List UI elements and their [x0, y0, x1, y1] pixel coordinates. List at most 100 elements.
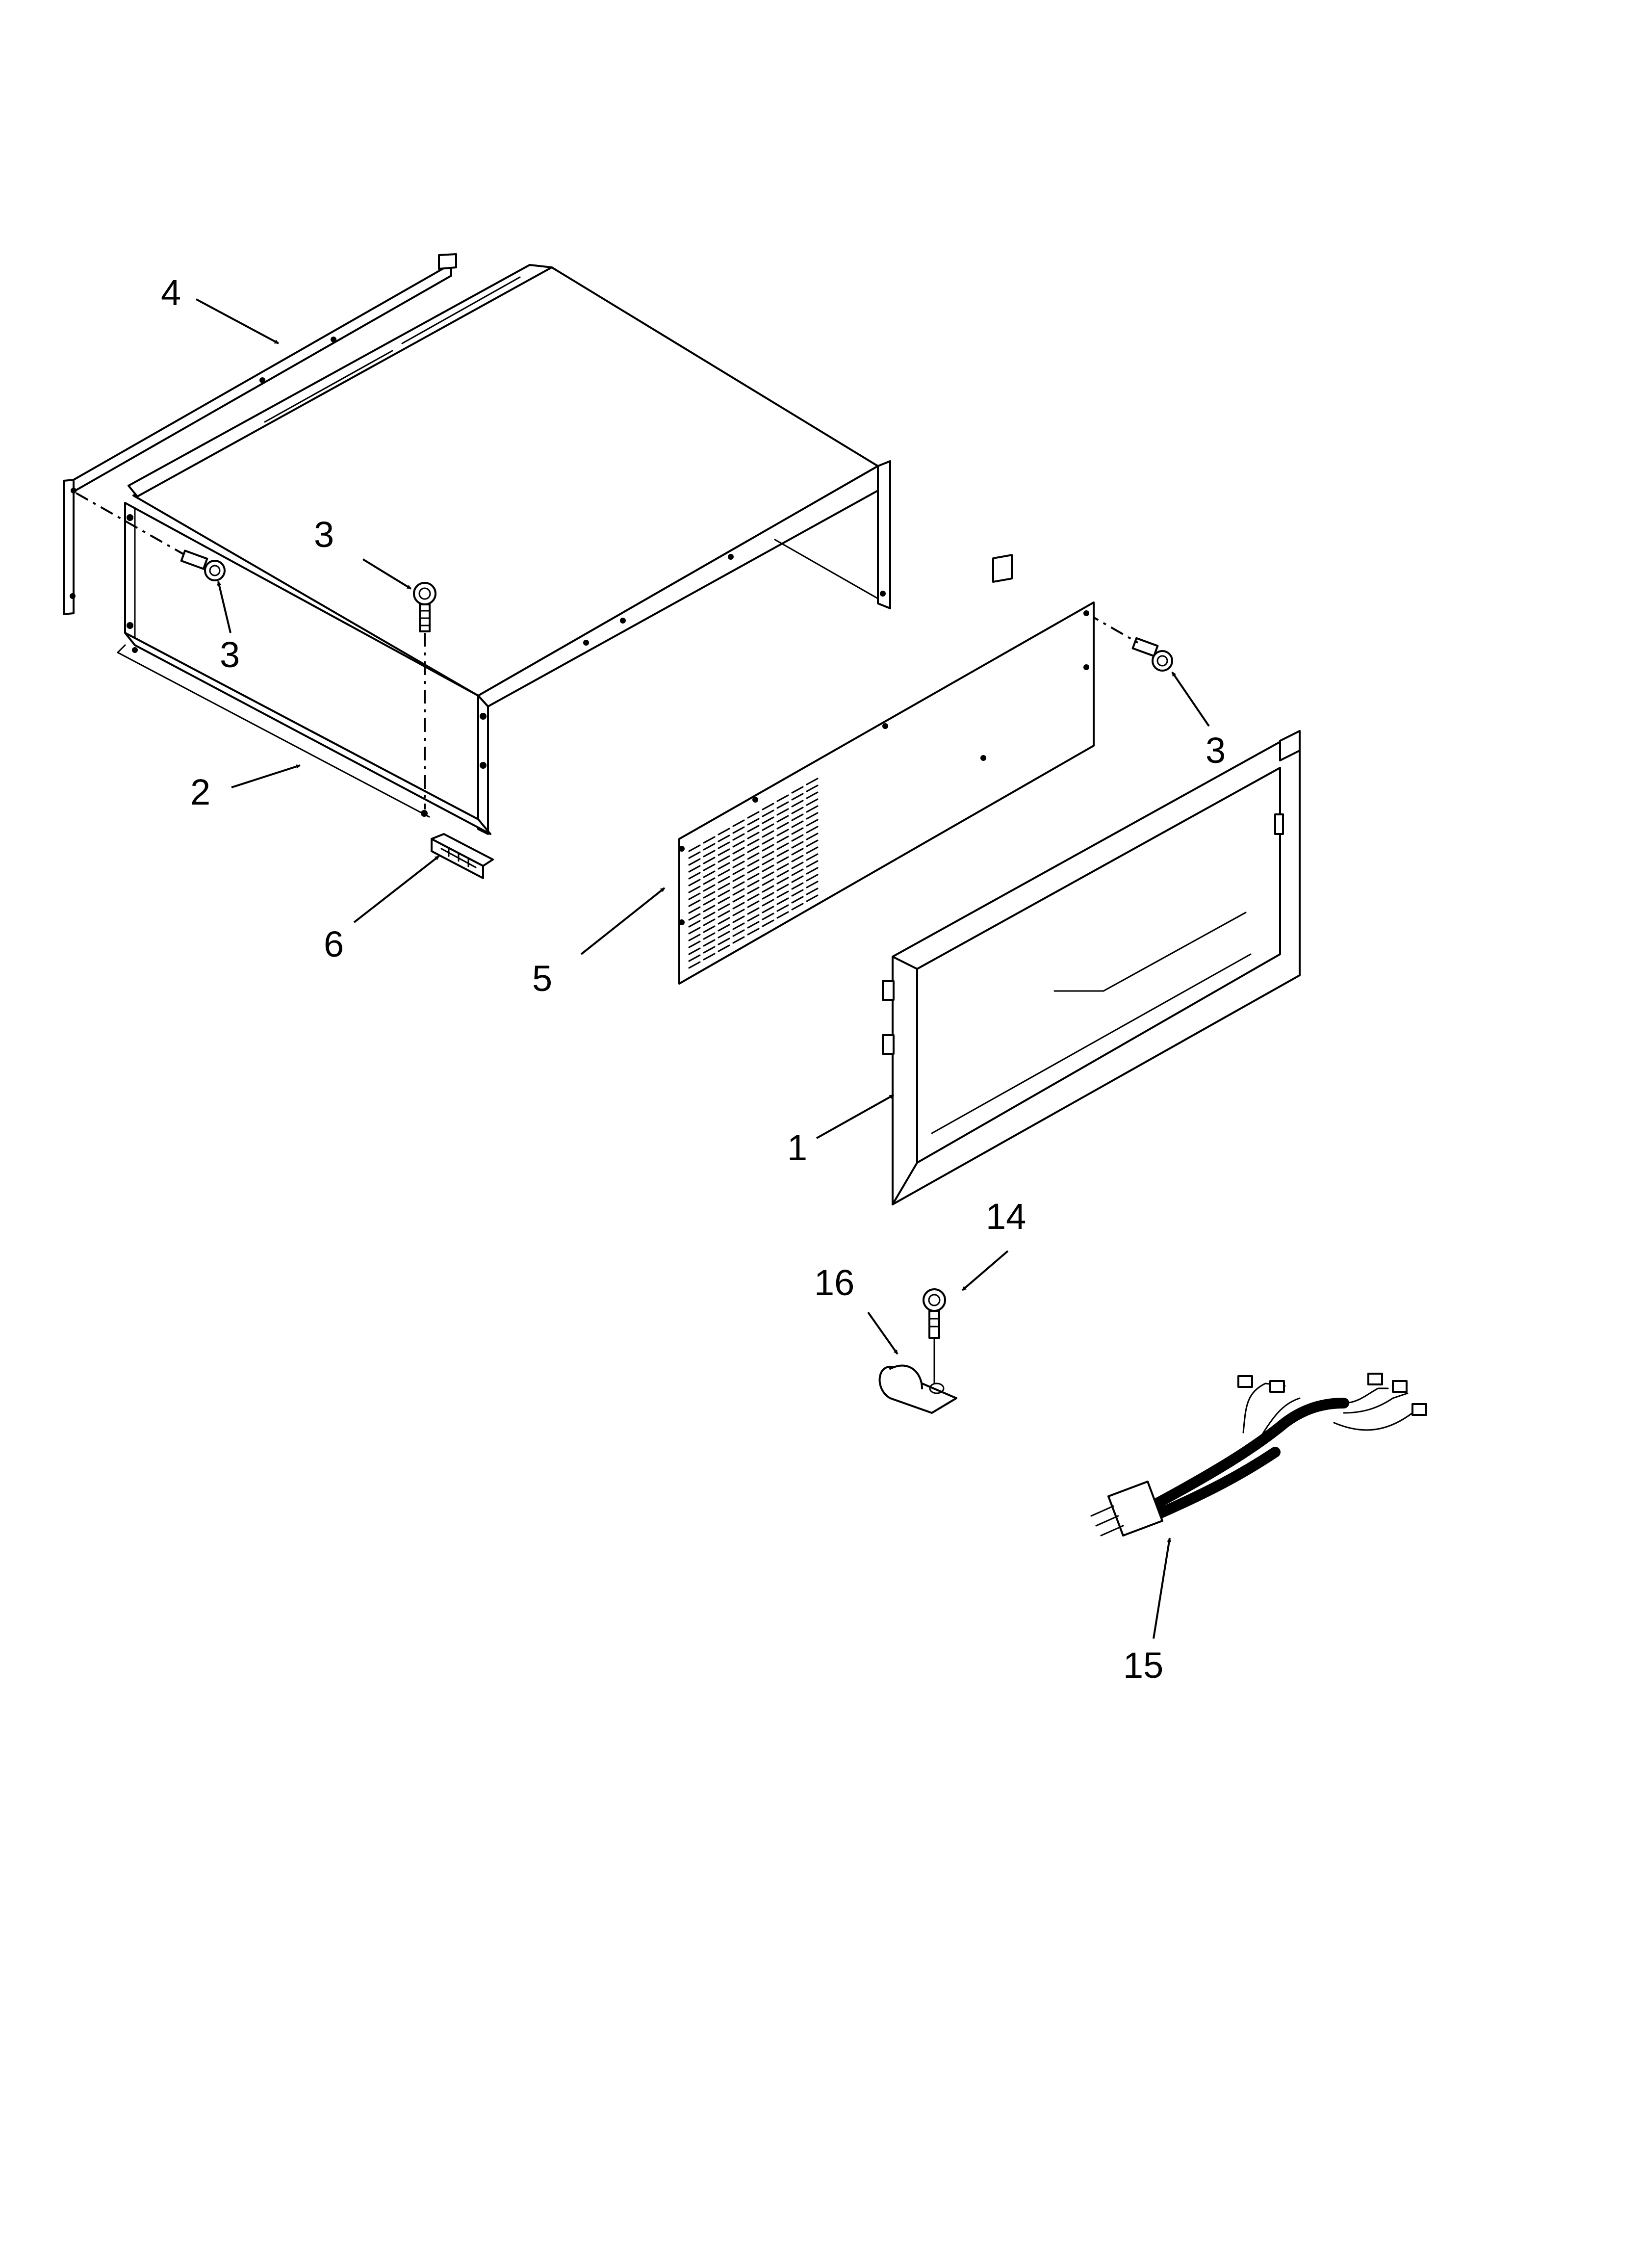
clamp-part-16 [878, 1364, 957, 1414]
louver-slot [732, 874, 745, 882]
louver-slot [732, 881, 745, 889]
louver-slot [747, 928, 760, 936]
louver-slot [806, 805, 819, 813]
louver-slot [688, 961, 701, 969]
louver-slot [806, 839, 819, 847]
louver-slot [688, 906, 701, 914]
louver-slot [688, 947, 701, 955]
louver-slot [776, 884, 789, 891]
louver-slot [732, 909, 745, 916]
louver-slot [688, 934, 701, 941]
louver-slot [718, 869, 730, 877]
louver-slot [791, 875, 804, 883]
louver-slot [703, 912, 716, 919]
callout-1: 1 [787, 1127, 807, 1168]
callout-3-left-lower: 3 [220, 634, 240, 675]
louver-slot [762, 803, 774, 810]
grille-louvers [688, 778, 819, 969]
louver-slot [791, 800, 804, 808]
louver-slot [776, 842, 789, 850]
louver-slot [688, 940, 701, 948]
louver-slot [747, 859, 760, 867]
louver-slot [688, 851, 701, 859]
louver-slot [747, 852, 760, 860]
louver-slot [806, 798, 819, 806]
louver-slot [806, 874, 819, 882]
louver-slot [806, 887, 819, 895]
louver-slot [732, 902, 745, 910]
louver-slot [806, 894, 819, 902]
louver-slot [732, 867, 745, 875]
louver-slot [718, 876, 730, 884]
louver-slot [806, 846, 819, 854]
callout-2: 2 [190, 772, 210, 812]
louver-slot [762, 878, 774, 886]
louver-slot [791, 889, 804, 897]
callout-15: 15 [1123, 1645, 1163, 1686]
louver-slot [718, 896, 730, 904]
louver-slot [718, 938, 730, 945]
louver-slot [776, 835, 789, 843]
front-frame-part-1 [882, 730, 1301, 1205]
louver-slot [762, 823, 774, 831]
louver-slot [718, 924, 730, 932]
louver-slot [806, 812, 819, 820]
callout-6: 6 [324, 924, 344, 965]
louver-slot [732, 860, 745, 868]
louver-slot [776, 877, 789, 885]
louver-slot [762, 864, 774, 872]
louver-slot [732, 854, 745, 861]
louver-slot [747, 845, 760, 853]
clip-part-6 [431, 833, 494, 879]
louver-slot [762, 851, 774, 859]
louver-slot [732, 847, 745, 855]
louver-slot [747, 914, 760, 922]
louver-slot [688, 858, 701, 866]
screw-left-part-3 [180, 549, 226, 581]
louver-slot [747, 866, 760, 874]
louver-slot [747, 832, 760, 839]
louver-slot [718, 883, 730, 890]
louver-slot [732, 888, 745, 896]
louver-slot [776, 822, 789, 830]
louver-slot [776, 911, 789, 919]
louver-slot [762, 837, 774, 845]
louver-slot [703, 870, 716, 878]
louver-slot [806, 867, 819, 875]
louver-slot [718, 834, 730, 842]
louver-slot [703, 939, 716, 947]
louver-slot [806, 778, 819, 785]
rear-rail-part-4 [63, 253, 457, 615]
louver-slot [806, 833, 819, 840]
louver-slot [747, 907, 760, 915]
louver-slot [762, 892, 774, 900]
louver-slot [791, 793, 804, 801]
louver-slot [762, 830, 774, 838]
louver-slot [703, 898, 716, 906]
louver-slot [688, 886, 701, 893]
louver-slot [776, 794, 789, 802]
louver-slot [732, 936, 745, 944]
callout-4: 4 [161, 272, 181, 313]
louver-slot [732, 840, 745, 848]
louver-slot [791, 820, 804, 828]
louver-slot [703, 932, 716, 940]
louver-slot [776, 897, 789, 905]
louver-slot [703, 946, 716, 954]
louver-slot [762, 906, 774, 913]
louver-slot [703, 836, 716, 844]
louver-slot [806, 819, 819, 827]
louver-slot [791, 903, 804, 911]
louver-slot [732, 922, 745, 930]
louver-slot [703, 863, 716, 871]
callout-16: 16 [814, 1262, 854, 1303]
louver-slot [747, 893, 760, 901]
louver-slot [762, 899, 774, 907]
louver-slot [703, 891, 716, 899]
louver-slot [703, 857, 716, 864]
louver-slot [806, 826, 819, 834]
louver-slot [718, 862, 730, 870]
louver-slot [732, 915, 745, 923]
louver-slot [762, 809, 774, 817]
louver-slot [703, 918, 716, 926]
